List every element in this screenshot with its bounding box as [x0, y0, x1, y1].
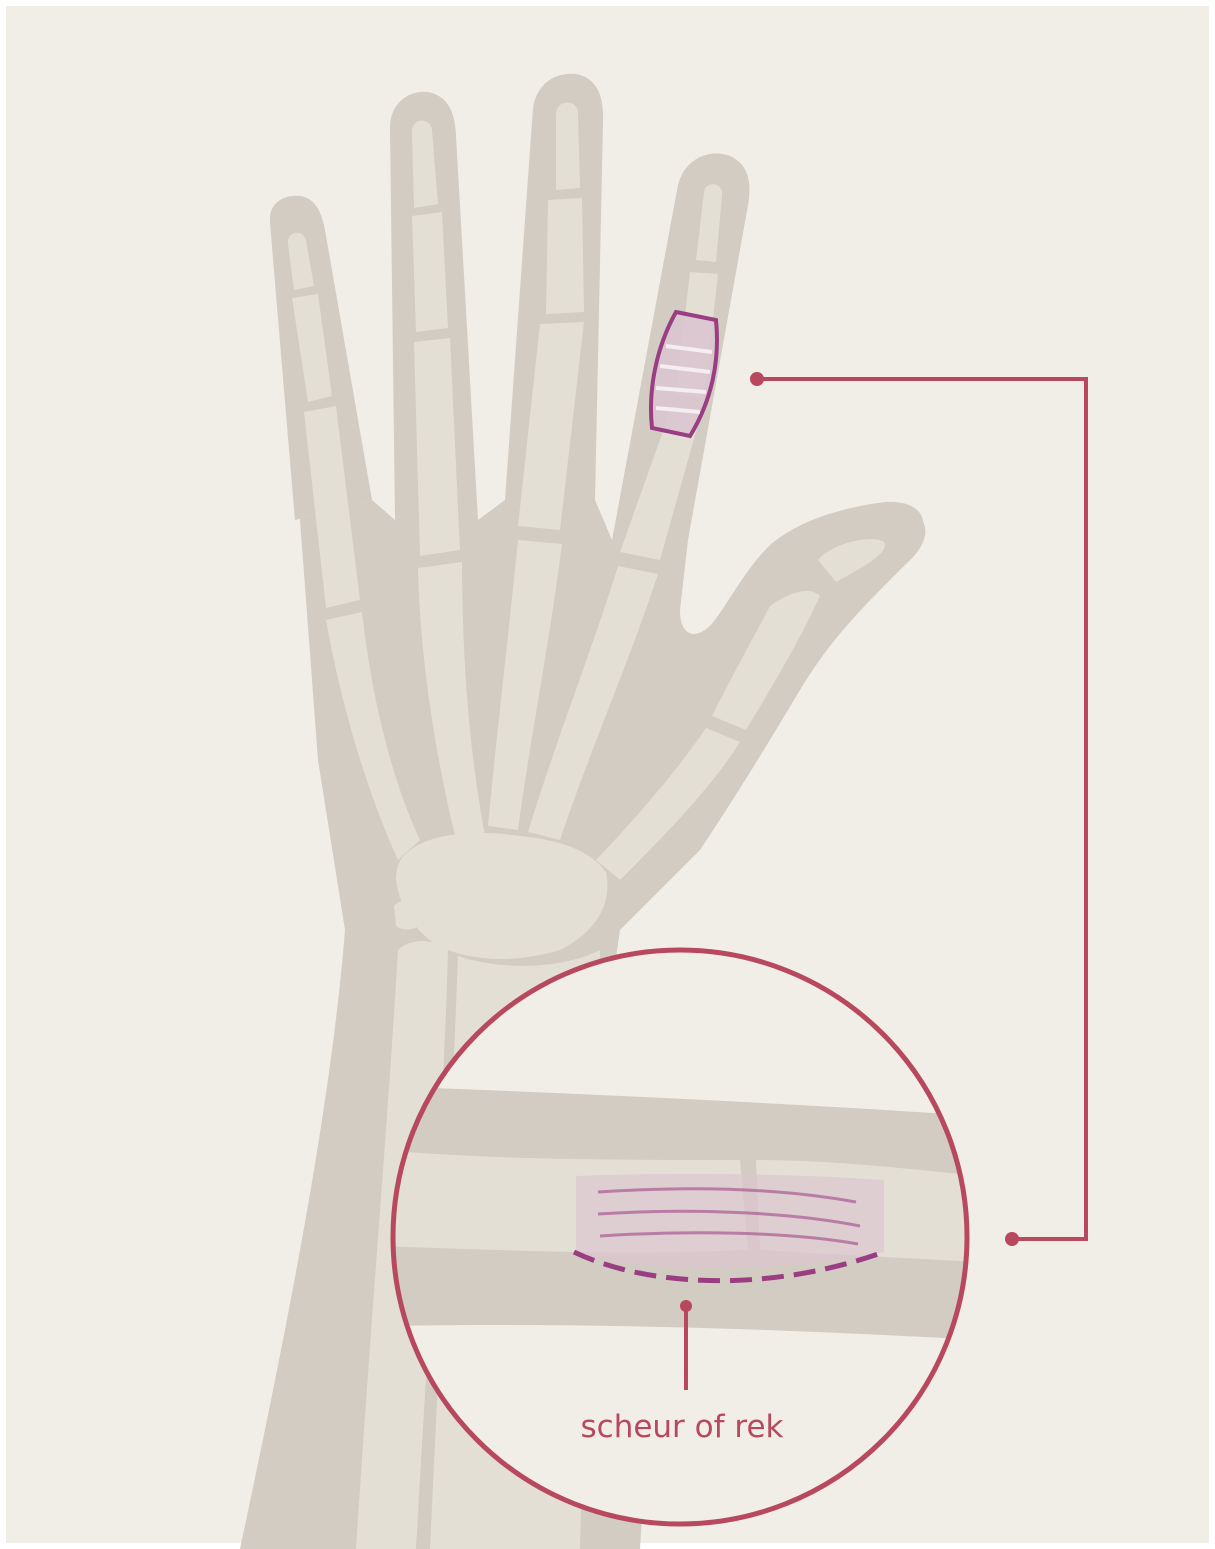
connector-dot-top: [750, 372, 764, 386]
middle-middle-phalanx: [546, 198, 584, 314]
ring-middle-phalanx: [412, 212, 448, 332]
middle-distal-phalanx: [556, 102, 580, 190]
injury-label: scheur of rek: [581, 1409, 784, 1445]
label-pointer-dot: [680, 1300, 692, 1312]
connector-dot-bottom: [1005, 1232, 1019, 1246]
